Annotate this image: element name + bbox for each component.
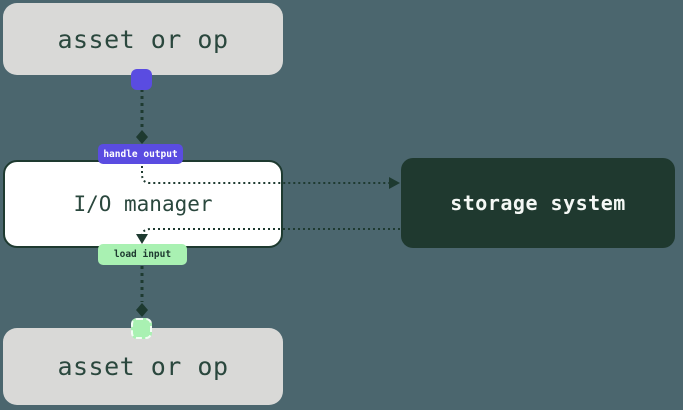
output-port-square [131, 69, 152, 90]
node-storage-system: storage system [401, 158, 675, 248]
node-io-manager: I/O manager [3, 160, 283, 248]
node-asset-or-op-top: asset or op [3, 3, 283, 75]
diamond-marker-icon [136, 303, 148, 317]
node-asset-or-op-bottom: asset or op [3, 328, 283, 405]
arrowhead-down-icon [136, 234, 148, 244]
badge-handle-output-label: handle output [103, 148, 178, 160]
edge-handle-output-to-storage [141, 166, 389, 184]
badge-load-input-label: load input [113, 249, 172, 260]
edge-storage-to-load-input [141, 228, 400, 237]
node-io-manager-label: I/O manager [73, 192, 213, 216]
badge-load-input: load input [98, 244, 187, 265]
node-asset-or-op-bottom-label: asset or op [57, 352, 229, 381]
node-asset-or-op-top-label: asset or op [57, 24, 229, 54]
node-storage-system-label: storage system [450, 191, 626, 215]
badge-handle-output: handle output [98, 144, 183, 164]
input-port-square [131, 318, 152, 339]
diamond-marker-icon [136, 130, 148, 144]
arrowhead-right-icon [389, 177, 400, 189]
